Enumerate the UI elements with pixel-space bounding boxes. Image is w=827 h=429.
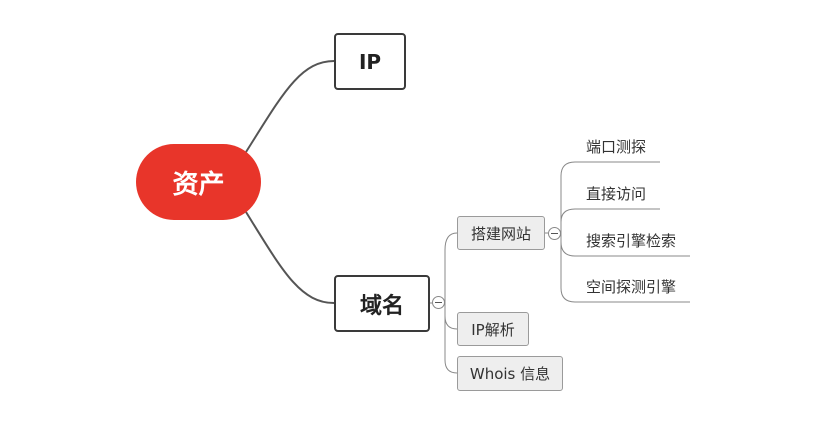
connector-leaf-4 bbox=[560, 233, 690, 303]
subtopic-whois-label: Whois 信息 bbox=[469, 365, 551, 383]
connector-leaf-1 bbox=[560, 161, 660, 233]
connector-domain-site bbox=[444, 232, 458, 303]
connector-domain-ipr bbox=[444, 303, 458, 330]
subtopic-build-site[interactable]: 搭建网站 bbox=[457, 216, 545, 250]
connector-root-ip bbox=[245, 60, 335, 153]
topic-domain-label: 域名 bbox=[359, 293, 404, 319]
root-topic[interactable]: 资产 bbox=[136, 144, 261, 220]
root-topic-label: 资产 bbox=[172, 169, 225, 200]
topic-ip[interactable]: IP bbox=[334, 33, 406, 90]
connector-root-domain bbox=[245, 211, 335, 304]
collapse-build-site-icon[interactable] bbox=[548, 227, 561, 240]
topic-ip-label: IP bbox=[358, 49, 382, 74]
collapse-domain-icon[interactable] bbox=[432, 296, 445, 309]
leaf-direct-access[interactable]: 直接访问 bbox=[586, 185, 647, 203]
subtopic-build-site-label: 搭建网站 bbox=[470, 224, 531, 243]
topic-domain[interactable]: 域名 bbox=[334, 275, 430, 332]
connector-domain-whois bbox=[444, 303, 458, 374]
leaf-port-probe[interactable]: 端口测探 bbox=[586, 138, 647, 156]
subtopic-whois[interactable]: Whois 信息 bbox=[457, 356, 563, 391]
connector-leaf-2 bbox=[560, 208, 660, 233]
leaf-search-engine[interactable]: 搜索引擎检索 bbox=[586, 232, 677, 250]
subtopic-ip-resolve[interactable]: IP解析 bbox=[457, 312, 529, 346]
subtopic-ip-resolve-label: IP解析 bbox=[471, 320, 515, 339]
leaf-space-engine[interactable]: 空间探测引擎 bbox=[586, 278, 677, 296]
